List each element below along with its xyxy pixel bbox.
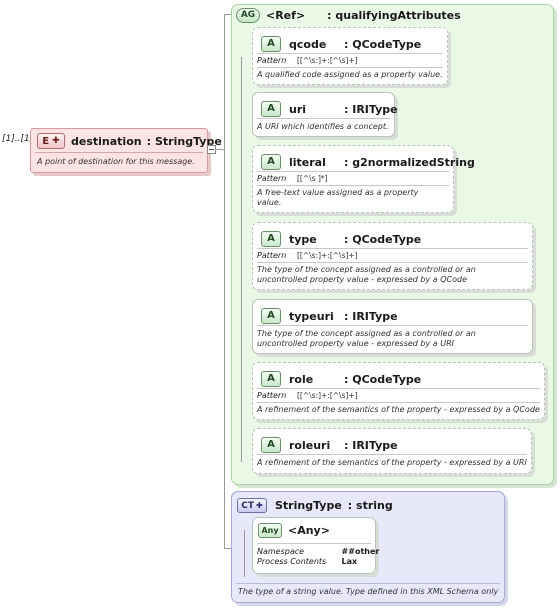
attribute-divider bbox=[257, 402, 540, 403]
any-namespace-row: Namespace ##other bbox=[257, 547, 379, 556]
complex-type-name: StringType bbox=[275, 499, 342, 512]
element-header: E✚ destination : StringType bbox=[37, 133, 222, 149]
attribute-card-literal[interactable]: A literal : g2normalizedString Pattern[[… bbox=[252, 145, 475, 213]
any-namespace-label: Namespace bbox=[257, 547, 305, 556]
attribute-title: A type : QCodeType bbox=[261, 230, 421, 248]
attribute-group-connector bbox=[241, 57, 242, 462]
any-process-value: Lax bbox=[341, 557, 358, 566]
attribute-group-name: : qualifyingAttributes bbox=[327, 9, 461, 22]
attribute-pattern: Pattern[[^\s ]*] bbox=[257, 174, 328, 183]
attribute-description: A refinement of the semantics of the pro… bbox=[257, 458, 527, 467]
attribute-description: A URI which identifies a concept. bbox=[257, 122, 389, 131]
element-box[interactable]: E✚ destination : StringType A point of d… bbox=[30, 128, 222, 173]
attribute-card-role[interactable]: A role : QCodeType Pattern[[^\s:]+:[^\s]… bbox=[252, 362, 545, 420]
attribute-divider bbox=[257, 53, 443, 54]
attribute-group-ref: <Ref> bbox=[266, 9, 306, 22]
attribute-description: A free-text value assigned as a property… bbox=[257, 188, 419, 207]
complex-type-icon: CT✚ bbox=[237, 498, 267, 513]
attribute-type: : g2normalizedString bbox=[344, 155, 475, 169]
attribute-title: A typeuri : IRIType bbox=[261, 307, 398, 325]
attribute-card-uri[interactable]: A uri : IRIType A URI which identifies a… bbox=[252, 92, 398, 137]
any-label: <Any> bbox=[288, 524, 330, 537]
any-icon: Any bbox=[258, 523, 282, 538]
attribute-name: literal bbox=[289, 155, 326, 169]
attribute-description: A refinement of the semantics of the pro… bbox=[257, 405, 540, 414]
attribute-name: uri bbox=[289, 102, 307, 116]
attribute-title: A role : QCodeType bbox=[261, 370, 421, 388]
attribute-type: : IRIType bbox=[344, 309, 398, 323]
attribute-name: qcode bbox=[289, 37, 327, 51]
complex-type-connector bbox=[244, 530, 245, 577]
attribute-pattern: Pattern[[^\s:]+:[^\s]+] bbox=[257, 391, 358, 400]
attribute-type: : IRIType bbox=[344, 438, 398, 452]
occurrence-label: [1]..[1] bbox=[2, 134, 34, 144]
attribute-icon: A bbox=[261, 371, 281, 387]
element-divider bbox=[35, 152, 203, 153]
attribute-pattern: Pattern[[^\s:]+:[^\s]+] bbox=[257, 251, 358, 260]
attribute-divider bbox=[257, 325, 528, 326]
attribute-divider bbox=[257, 67, 443, 68]
attribute-name: typeuri bbox=[289, 309, 334, 323]
collapse-toggle-icon[interactable] bbox=[207, 145, 216, 154]
any-card[interactable]: Any <Any> Namespace ##other Process Cont… bbox=[252, 517, 379, 574]
attribute-icon: A bbox=[261, 437, 281, 453]
attribute-icon: A bbox=[261, 101, 281, 117]
attribute-icon: A bbox=[261, 36, 281, 52]
attribute-type: : QCodeType bbox=[344, 232, 422, 246]
attribute-description: The type of the concept assigned as a co… bbox=[257, 329, 476, 348]
element-name: destination bbox=[71, 134, 142, 148]
attribute-title: A literal : g2normalizedString bbox=[261, 153, 475, 171]
attribute-divider bbox=[257, 388, 540, 389]
attribute-divider bbox=[257, 248, 528, 249]
attribute-name: role bbox=[289, 372, 314, 386]
attribute-description: The type of the concept assigned as a co… bbox=[257, 265, 476, 284]
connector-line bbox=[216, 149, 225, 150]
complex-type-divider bbox=[236, 583, 500, 584]
attribute-pattern: Pattern[[^\s:]+:[^\s]+] bbox=[257, 56, 358, 65]
attribute-divider bbox=[257, 118, 390, 119]
attribute-divider bbox=[257, 171, 449, 172]
attribute-divider bbox=[257, 185, 449, 186]
attribute-name: type bbox=[289, 232, 317, 246]
any-process-row: Process Contents Lax bbox=[257, 557, 357, 566]
attribute-type: : IRIType bbox=[344, 102, 398, 116]
any-namespace-value: ##other bbox=[341, 547, 380, 556]
attribute-title: A roleuri : IRIType bbox=[261, 436, 398, 454]
any-process-label: Process Contents bbox=[257, 557, 327, 566]
element-type: StringType bbox=[155, 134, 222, 148]
complex-type-header: CT✚ StringType : string bbox=[237, 498, 393, 513]
attribute-title: A qcode : QCodeType bbox=[261, 35, 421, 53]
complex-type-type: : string bbox=[347, 499, 393, 512]
connector-line bbox=[224, 14, 225, 548]
attribute-card-qcode[interactable]: A qcode : QCodeType Pattern[[^\s:]+:[^\s… bbox=[252, 27, 448, 85]
attribute-divider bbox=[257, 262, 528, 263]
attribute-group-icon: AG bbox=[236, 8, 260, 23]
attribute-type: : QCodeType bbox=[344, 37, 422, 51]
complex-type-description: The type of a string value. Type defined… bbox=[238, 587, 499, 596]
attribute-title: A uri : IRIType bbox=[261, 100, 398, 118]
attribute-icon: A bbox=[261, 308, 281, 324]
attribute-type: : QCodeType bbox=[344, 372, 422, 386]
attribute-name: roleuri bbox=[289, 438, 331, 452]
element-type-separator: : bbox=[146, 134, 151, 148]
any-divider bbox=[257, 543, 371, 544]
attribute-divider bbox=[257, 454, 527, 455]
attribute-icon: A bbox=[261, 154, 281, 170]
any-header: Any <Any> bbox=[258, 523, 330, 538]
attribute-card-roleuri[interactable]: A roleuri : IRIType A refinement of the … bbox=[252, 428, 532, 474]
attribute-card-type[interactable]: A type : QCodeType Pattern[[^\s:]+:[^\s]… bbox=[252, 222, 533, 290]
connector-line bbox=[224, 14, 232, 15]
attribute-group-header: AG <Ref> : qualifyingAttributes bbox=[236, 8, 461, 23]
connector-line bbox=[224, 548, 232, 549]
element-description: A point of destination for this message. bbox=[37, 157, 195, 166]
attribute-description: A qualified code assigned as a property … bbox=[257, 70, 443, 79]
attribute-card-typeuri[interactable]: A typeuri : IRIType The type of the conc… bbox=[252, 299, 533, 354]
element-icon: E✚ bbox=[37, 133, 65, 149]
attribute-icon: A bbox=[261, 231, 281, 247]
